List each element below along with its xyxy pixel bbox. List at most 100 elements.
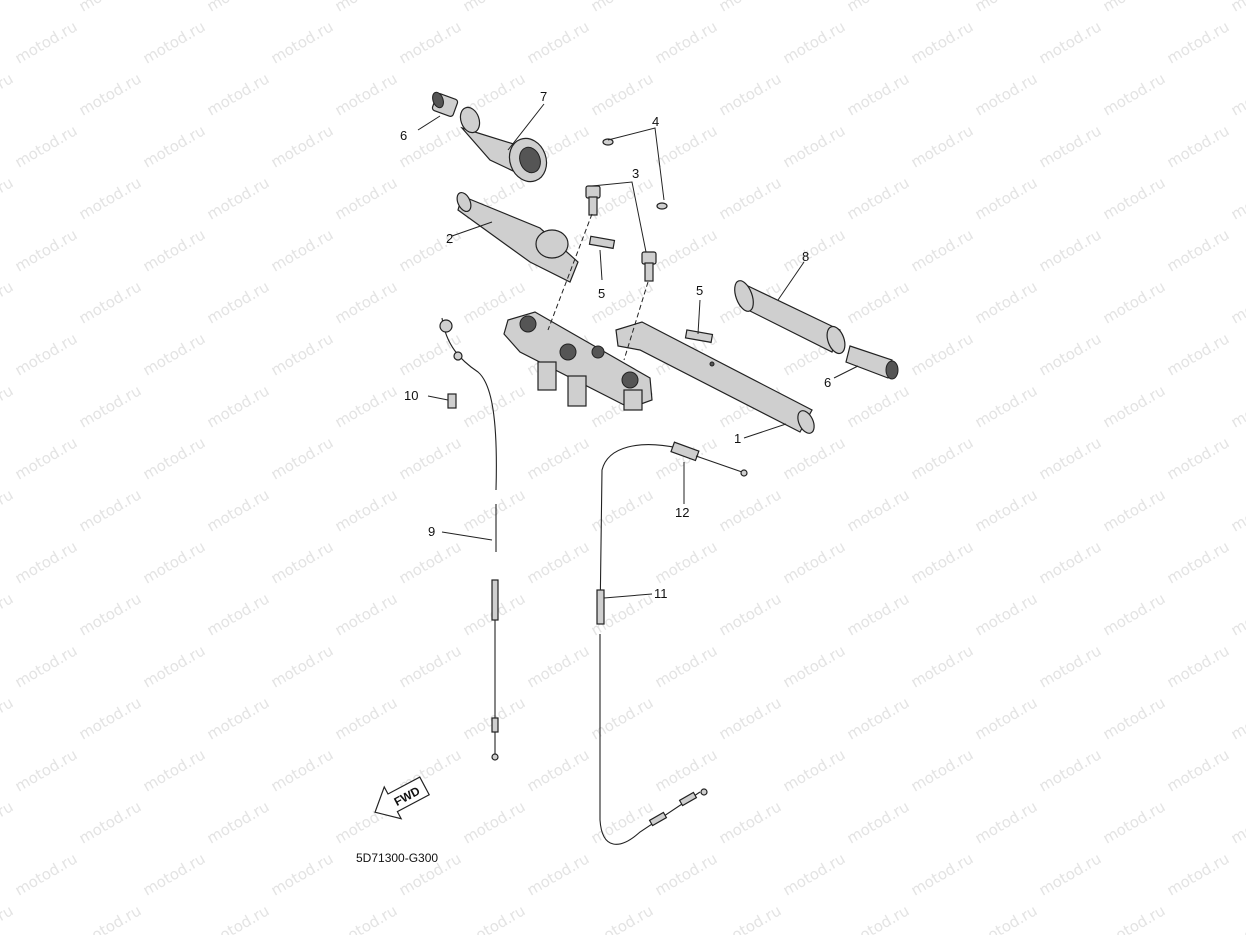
watermark-text: motod.ru [716, 901, 785, 935]
upper-bracket [503, 311, 653, 411]
watermark-text: motod.ru [652, 433, 721, 483]
watermark-text: motod.ru [716, 693, 785, 743]
watermark-text: motod.ru [1164, 121, 1233, 171]
watermark-text: motod.ru [1228, 693, 1246, 743]
watermark-text: motod.ru [0, 0, 16, 15]
watermark-text: motod.ru [908, 225, 977, 275]
watermark-text: motod.ru [204, 69, 273, 119]
adjuster-part-12 [670, 441, 748, 477]
left-handlebar-part-2 [456, 191, 579, 283]
watermark-text: motod.ru [1228, 589, 1246, 639]
watermark-text: motod.ru [204, 381, 273, 431]
assembly-line [547, 213, 593, 331]
watermark-text: motod.ru [0, 173, 16, 223]
watermark-text: motod.ru [652, 537, 721, 587]
callout-5a: 5 [598, 286, 605, 301]
watermark-text: motod.ru [588, 901, 657, 935]
watermark-text: motod.ru [1100, 0, 1169, 15]
watermark-text: motod.ru [332, 277, 401, 327]
watermark-text: motod.ru [268, 17, 337, 67]
watermark-text: motod.ru [844, 589, 913, 639]
callout-6b: 6 [824, 375, 831, 390]
cable-part-11 [596, 444, 708, 845]
watermark-text: motod.ru [908, 849, 977, 899]
bolt-part-5 [588, 235, 714, 344]
watermark-text: motod.ru [0, 797, 16, 847]
watermark-text: motod.ru [972, 381, 1041, 431]
watermark-text: motod.ru [204, 901, 273, 935]
watermark-text: motod.ru [652, 849, 721, 899]
watermark-text: motod.ru [1228, 381, 1246, 431]
callouts: 1 2 3 3 4 5 5 6 6 7 8 9 10 11 12 [400, 89, 831, 601]
watermark-text: motod.ru [0, 485, 16, 535]
throttle-cable-part-9 [439, 317, 499, 761]
watermark-text: motod.ru [204, 693, 273, 743]
watermark-text: motod.ru [76, 901, 145, 935]
watermark-text: motod.ru [588, 277, 657, 327]
callout-3a: 3 [632, 166, 639, 181]
callout-11: 11 [654, 586, 668, 601]
watermark-text: motod.ru [972, 589, 1041, 639]
watermark-text: motod.ru [652, 641, 721, 691]
watermark-text: motod.ru [1100, 173, 1169, 223]
watermark-text: motod.ru [1228, 173, 1246, 223]
watermark-text: motod.ru [396, 433, 465, 483]
callout-8: 8 [802, 249, 809, 264]
watermark-text: motod.ru [204, 797, 273, 847]
watermark-text: motod.ru [588, 693, 657, 743]
watermark-text: motod.ru [1164, 537, 1233, 587]
watermark-text: motod.ru [204, 485, 273, 535]
watermark-text: motod.ru [268, 537, 337, 587]
watermark-text: motod.ru [0, 381, 16, 431]
watermark-text: motod.ru [76, 797, 145, 847]
watermark-text: motod.ru [1164, 849, 1233, 899]
callout-1: 1 [734, 431, 741, 446]
watermark-text: motod.ru [780, 121, 849, 171]
watermark-text: motod.ru [332, 693, 401, 743]
watermark-text: motod.ru [1228, 901, 1246, 935]
watermark-text: motod.ru [844, 0, 913, 15]
watermark-text: motod.ru [140, 641, 209, 691]
watermark-text: motod.ru [460, 797, 529, 847]
watermark-text: motod.ru [140, 329, 209, 379]
watermark-text: motod.ru [844, 277, 913, 327]
watermark-text: motod.ru [140, 537, 209, 587]
watermark-text: motod.ru [652, 225, 721, 275]
watermark-text: motod.ru [1164, 17, 1233, 67]
watermark-text: motod.ru [524, 641, 593, 691]
watermark-text: motod.ru [716, 69, 785, 119]
watermark-text: motod.ru [1036, 641, 1105, 691]
grip-part-8 [734, 280, 846, 355]
watermark-text: motod.ru [268, 745, 337, 795]
watermark-text: motod.ru [268, 225, 337, 275]
watermark-text: motod.ru [12, 225, 81, 275]
watermark-text: motod.ru [524, 17, 593, 67]
callout-9: 9 [428, 524, 435, 539]
watermark-text: motod.ru [1036, 329, 1105, 379]
watermark-text: motod.ru [76, 381, 145, 431]
watermark-text: motod.ru [844, 901, 913, 935]
watermark-text: motod.ru [268, 849, 337, 899]
watermark-text: motod.ru [332, 901, 401, 935]
watermark-text: motod.ru [140, 849, 209, 899]
watermark-text: motod.ru [396, 537, 465, 587]
watermark-text: motod.ru [12, 433, 81, 483]
watermark-text: motod.ru [1100, 589, 1169, 639]
watermark-text: motod.ru [332, 381, 401, 431]
watermark-text: motod.ru [972, 69, 1041, 119]
watermark-text: motod.ru [396, 641, 465, 691]
watermark-text: motod.ru [12, 329, 81, 379]
watermark-text: motod.ru [76, 0, 145, 15]
watermark-text: motod.ru [1228, 485, 1246, 535]
watermark-text: motod.ru [844, 173, 913, 223]
watermark-text: motod.ru [332, 0, 401, 15]
watermark-text: motod.ru [1036, 433, 1105, 483]
watermark-text: motod.ru [268, 329, 337, 379]
callout-7: 7 [540, 89, 547, 104]
watermark-text: motod.ru [908, 641, 977, 691]
watermark-text: motod.ru [1164, 745, 1233, 795]
watermark-text: motod.ru [204, 277, 273, 327]
watermark-text: motod.ru [1100, 69, 1169, 119]
screw-part-10 [447, 393, 457, 409]
watermark-text: motod.ru [780, 433, 849, 483]
